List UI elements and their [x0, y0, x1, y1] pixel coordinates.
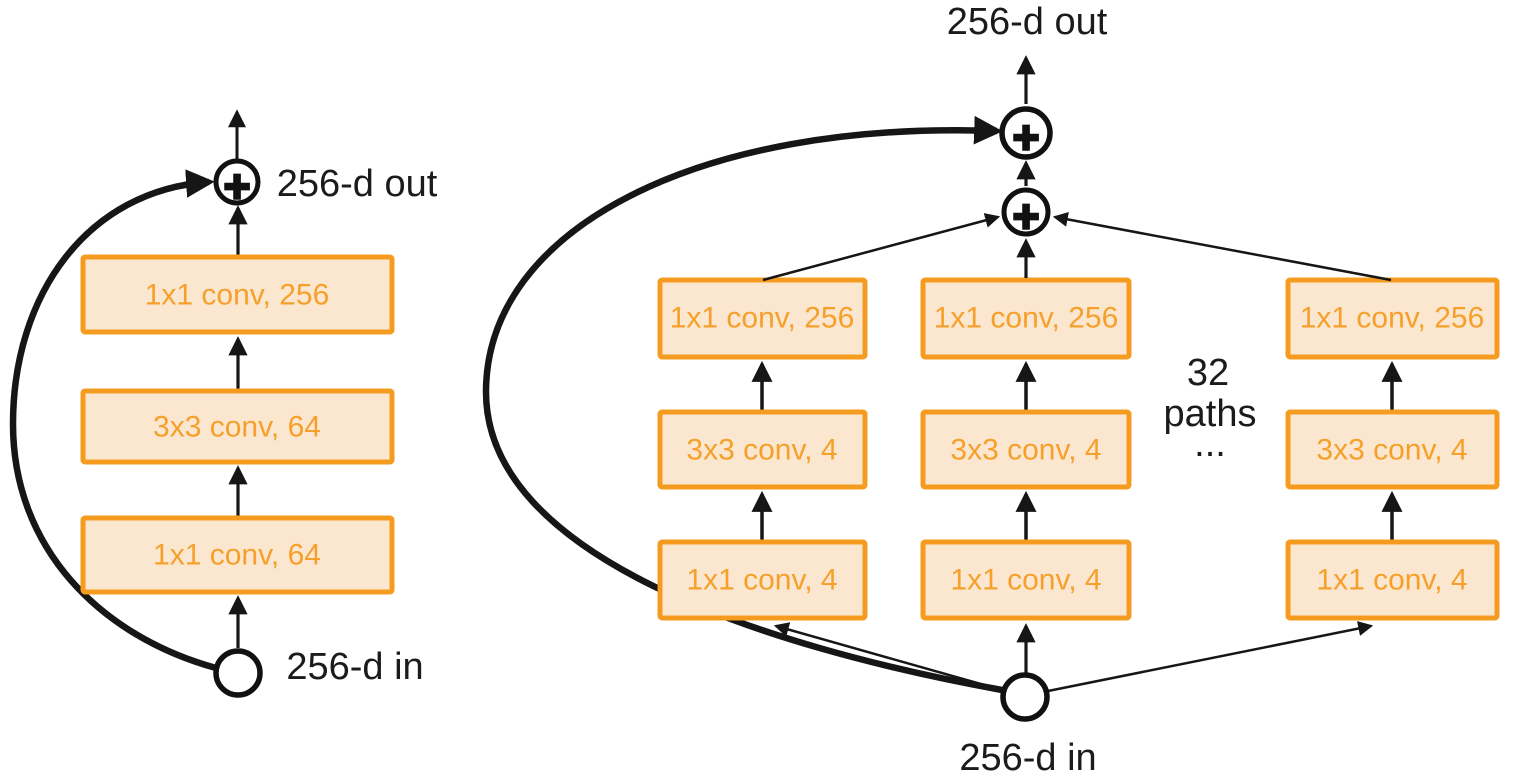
input-dim-label: 256-d in [959, 737, 1096, 779]
conv-box-3x3-4 [657, 409, 868, 490]
conv-path-1: 1x1 conv, 256 3x3 conv, 4 1x1 conv, 4 [657, 277, 868, 621]
paths-word: paths [1164, 393, 1257, 435]
output-dim-label: 256-d out [947, 1, 1108, 43]
conv-box-1x1-64 [80, 515, 395, 595]
conv-box-label: 1x1 conv, 64 [153, 539, 321, 572]
conv-box-label: 1x1 conv, 256 [1300, 302, 1485, 335]
conv-box-label: 1x1 conv, 256 [934, 302, 1119, 335]
add-icon: + [224, 160, 251, 212]
conv-box-label: 3x3 conv, 4 [950, 434, 1101, 467]
conv-box-label: 1x1 conv, 256 [145, 279, 330, 312]
conv-box-label: 1x1 conv, 4 [686, 564, 837, 597]
conv-box-1x1-256 [920, 277, 1132, 360]
conv-box-1x1-4 [657, 539, 868, 621]
add-icon: + [1013, 111, 1040, 163]
input-dim-label: 256-d in [286, 646, 423, 688]
input-node [1000, 672, 1050, 722]
conv-box-label: 1x1 conv, 256 [670, 302, 855, 335]
paths-count: 32 [1187, 352, 1229, 394]
conv-box-label: 3x3 conv, 4 [686, 434, 837, 467]
conv-box-1x1-4 [1285, 539, 1500, 621]
arrow-input-to-path1 [773, 622, 1003, 692]
paths-count-annotation: 32 paths ... [1164, 352, 1257, 465]
add-node [213, 158, 261, 206]
conv-path-32: 1x1 conv, 256 3x3 conv, 4 1x1 conv, 4 [1285, 277, 1500, 621]
paths-ellipsis: ... [1194, 423, 1226, 465]
conv-box-3x3-4 [1285, 409, 1500, 490]
conv-box-label: 1x1 conv, 4 [950, 564, 1101, 597]
conv-box-label: 1x1 conv, 4 [1316, 564, 1467, 597]
conv-box-1x1-256 [1285, 277, 1500, 360]
add-node-upper [999, 106, 1053, 160]
conv-box-3x3-64 [80, 388, 395, 465]
add-icon: + [1013, 190, 1040, 242]
resnet-block: 1x1 conv, 256 3x3 conv, 64 1x1 conv, 64 … [9, 109, 438, 698]
conv-path-2: 1x1 conv, 256 3x3 conv, 4 1x1 conv, 4 [920, 277, 1132, 621]
conv-box-1x1-256 [80, 254, 395, 335]
conv-box-label: 3x3 conv, 4 [1316, 434, 1467, 467]
skip-connection-arc [9, 169, 217, 672]
arrow-path1-to-add [762, 213, 1001, 282]
conv-box-label: 3x3 conv, 64 [153, 411, 321, 444]
add-node-lower [1001, 187, 1051, 237]
arrow-input-to-path3 [1047, 621, 1374, 693]
conv-box-1x1-4 [920, 539, 1132, 621]
skip-connection-arc [482, 115, 1003, 694]
conv-box-1x1-256 [657, 277, 868, 360]
input-node [213, 648, 263, 698]
conv-box-3x3-4 [920, 409, 1132, 490]
output-dim-label: 256-d out [277, 163, 438, 205]
arrow-path3-to-add [1052, 211, 1392, 282]
resnext-block: 1x1 conv, 256 3x3 conv, 4 1x1 conv, 4 1x… [482, 1, 1500, 779]
